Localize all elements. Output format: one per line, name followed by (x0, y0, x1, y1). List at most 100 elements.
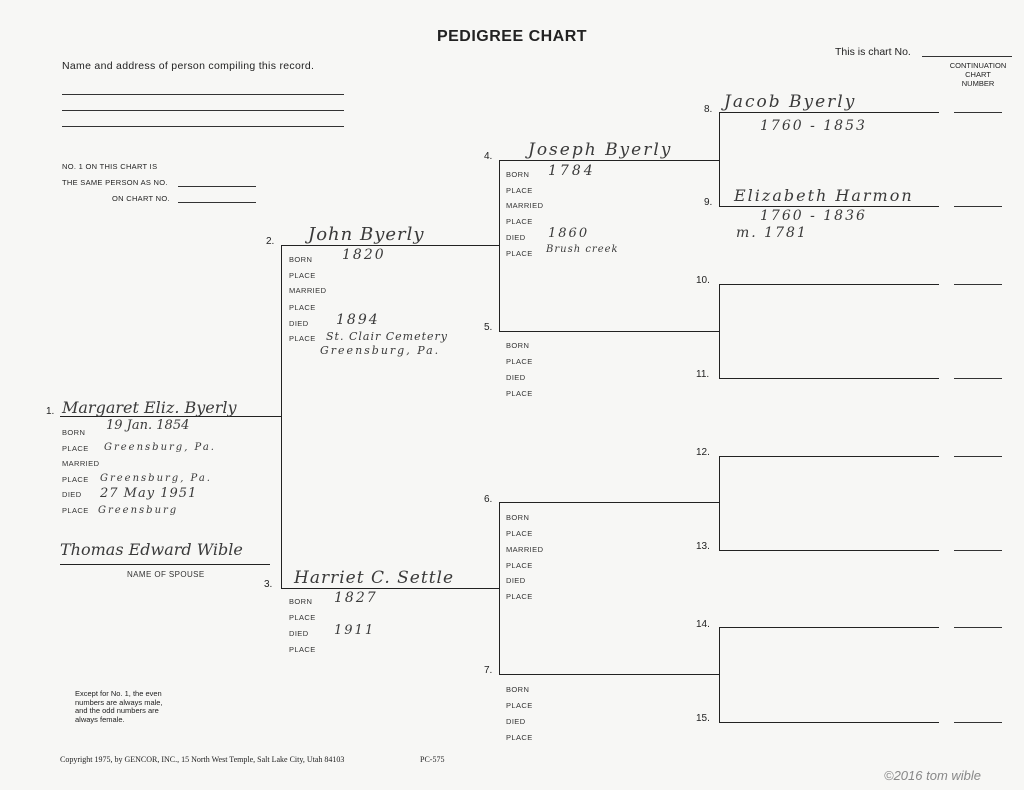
person-5-line (499, 331, 719, 332)
page-title: PEDIGREE CHART (436, 28, 588, 45)
bracket-4 (719, 112, 720, 207)
person-3-name: Harriet C. Settle (294, 568, 455, 588)
person-1-married-label: MARRIED (62, 459, 100, 468)
person-7-died-place-label: PLACE (506, 733, 533, 742)
person-3-line (281, 588, 499, 589)
person-1-died-label: DIED (62, 490, 82, 499)
person-6-married-place-label: PLACE (506, 561, 533, 570)
person-3-died-label: DIED (289, 629, 309, 638)
watermark: ©2016 tom wible (884, 768, 982, 783)
bracket-3 (499, 502, 500, 674)
no1-line-1: NO. 1 ON THIS CHART IS (62, 162, 158, 171)
person-2-died-label: DIED (289, 319, 309, 328)
form-number: PC-575 (420, 755, 445, 764)
person-4-born: 1784 (548, 163, 596, 179)
person-4-married-place-label: PLACE (506, 217, 533, 226)
person-2-line (281, 245, 499, 246)
compiler-label: Name and address of person compiling thi… (62, 60, 315, 72)
person-1-died-place-label: PLACE (62, 506, 89, 515)
person-4-died-place: Brush creek (546, 244, 619, 255)
person-6-died-label: DIED (506, 576, 526, 585)
continuation-8[interactable] (954, 112, 1002, 113)
continuation-15[interactable] (954, 722, 1002, 723)
person-6-number: 6. (484, 494, 493, 505)
spouse-label: NAME OF SPOUSE (127, 570, 205, 579)
person-1-married-place: Greensburg, Pa. (100, 473, 212, 484)
person-1-name: Margaret Eliz. Byerly (62, 398, 237, 417)
person-3-died: 1911 (334, 623, 376, 638)
person-4-place-label: PLACE (506, 186, 533, 195)
person-4-died-place-label: PLACE (506, 249, 533, 258)
on-chart-field[interactable] (178, 202, 256, 203)
continuation-header: CONTINUATION CHART NUMBER (949, 61, 1007, 88)
same-person-field[interactable] (178, 186, 256, 187)
person-8-line (719, 112, 939, 113)
person-9-line (719, 206, 939, 207)
no1-line-2: THE SAME PERSON AS NO. (62, 178, 168, 187)
compiler-line-2[interactable] (62, 110, 344, 111)
person-4-line (499, 160, 719, 161)
person-1-line (60, 416, 282, 417)
continuation-11[interactable] (954, 378, 1002, 379)
person-4-name: Joseph Byerly (528, 140, 673, 160)
person-2-married-label: MARRIED (289, 286, 327, 295)
chart-number-label: This is chart No. (835, 46, 911, 58)
person-6-place-label: PLACE (506, 529, 533, 538)
person-5-died-place-label: PLACE (506, 389, 533, 398)
person-3-born: 1827 (334, 590, 378, 606)
bracket-5 (719, 284, 720, 379)
person-5-place-label: PLACE (506, 357, 533, 366)
person-1-died: 27 May 1951 (100, 486, 198, 501)
person-8-number: 8. (704, 104, 713, 115)
person-1-born-label: BORN (62, 428, 86, 437)
person-7-died-label: DIED (506, 717, 526, 726)
person-2-name: John Byerly (308, 224, 425, 245)
person-3-born-label: BORN (289, 597, 313, 606)
compiler-line-1[interactable] (62, 94, 344, 95)
person-2-born: 1820 (342, 247, 386, 263)
person-4-born-label: BORN (506, 170, 530, 179)
person-5-died-label: DIED (506, 373, 526, 382)
person-9-dates: 1760 - 1836 (760, 208, 867, 224)
person-8-dates: 1760 - 1853 (760, 118, 867, 134)
person-9-number: 9. (704, 197, 713, 208)
person-4-number: 4. (484, 151, 493, 162)
person-1-born: 19 Jan. 1854 (106, 418, 190, 433)
no1-line-3: ON CHART NO. (112, 194, 170, 203)
person-2-died-place-1: St. Clair Cemetery (326, 330, 448, 343)
compiler-line-3[interactable] (62, 126, 344, 127)
person-5-number: 5. (484, 322, 493, 333)
person-2-married-place-label: PLACE (289, 303, 316, 312)
person-3-place-label: PLACE (289, 613, 316, 622)
chart-number-field[interactable] (922, 56, 1012, 57)
person-2-born-label: BORN (289, 255, 313, 264)
person-4-died: 1860 (548, 226, 590, 241)
continuation-9[interactable] (954, 206, 1002, 207)
person-11-number: 11. (696, 369, 710, 380)
person-7-born-label: BORN (506, 685, 530, 694)
person-7-line (499, 674, 719, 675)
bracket-7 (719, 627, 720, 722)
person-11-line (719, 378, 939, 379)
person-2-died-place-2: Greensburg, Pa. (320, 344, 441, 357)
person-4-died-label: DIED (506, 233, 526, 242)
spouse-name: Thomas Edward Wible (60, 540, 243, 559)
continuation-14[interactable] (954, 627, 1002, 628)
person-10-number: 10. (696, 275, 710, 286)
bracket-2 (499, 160, 500, 331)
person-6-born-label: BORN (506, 513, 530, 522)
person-2-died-place-label: PLACE (289, 334, 316, 343)
spouse-line (60, 564, 270, 565)
continuation-13[interactable] (954, 550, 1002, 551)
person-15-number: 15. (696, 713, 710, 724)
person-13-number: 13. (696, 541, 710, 552)
bracket-6 (719, 456, 720, 551)
person-7-place-label: PLACE (506, 701, 533, 710)
continuation-10[interactable] (954, 284, 1002, 285)
person-9-married: m. 1781 (736, 225, 808, 241)
person-1-died-place: Greensburg (98, 505, 179, 516)
continuation-12[interactable] (954, 456, 1002, 457)
person-1-born-place: Greensburg, Pa. (104, 442, 216, 453)
person-2-place-label: PLACE (289, 271, 316, 280)
bracket-1 (281, 245, 282, 588)
